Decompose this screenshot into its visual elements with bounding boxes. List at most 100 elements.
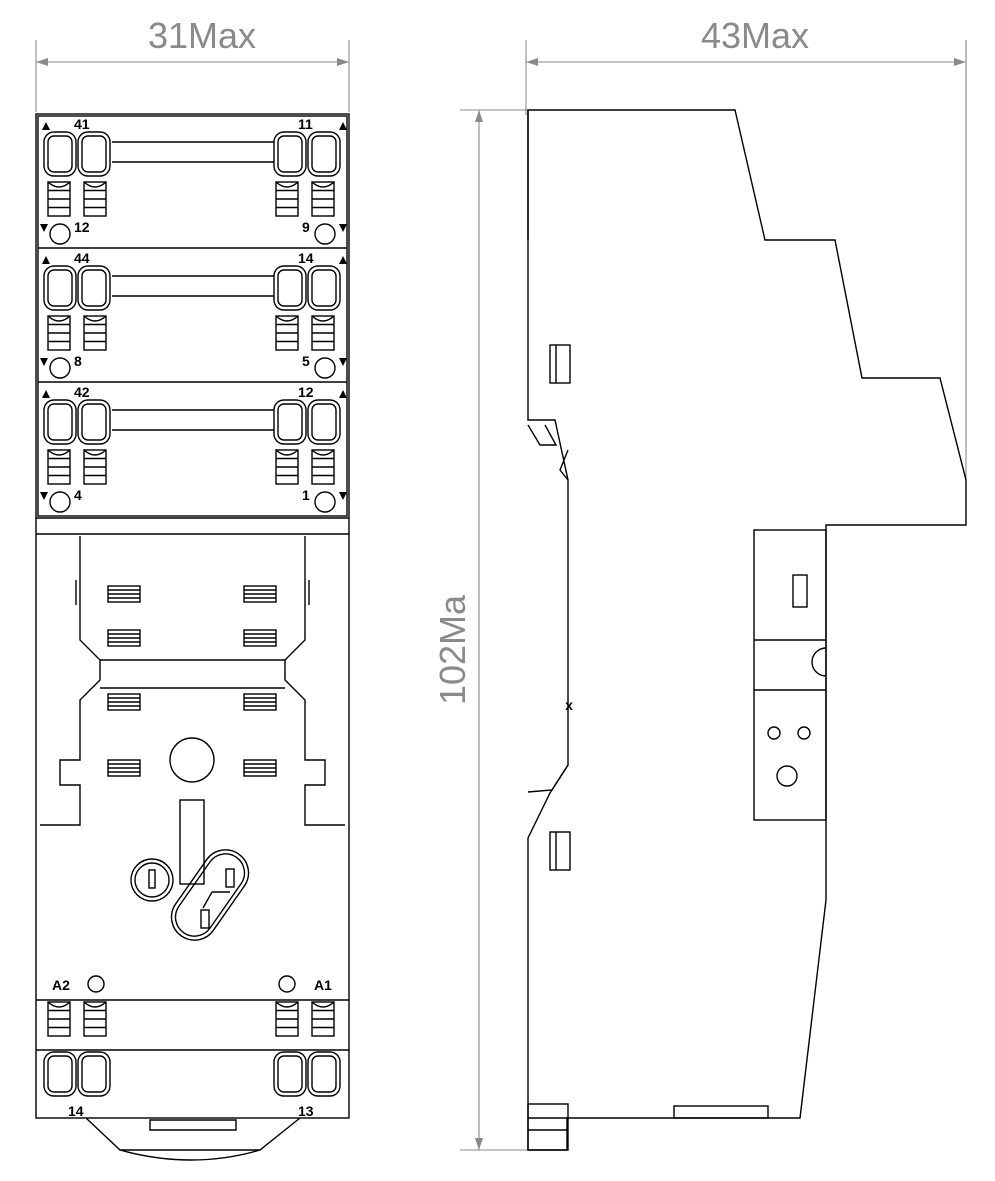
terminal-label: 42 [74, 384, 90, 400]
side-slot-upper [549, 344, 571, 384]
release-hole [314, 357, 336, 379]
label-13: 13 [298, 1103, 314, 1119]
pin-slot [243, 759, 277, 777]
pin-slot [107, 585, 141, 603]
coil-pin-left [130, 858, 174, 902]
pin-slot [243, 693, 277, 711]
terminal-screw [43, 399, 77, 445]
terminal-screw [77, 265, 111, 311]
terminal-screw [273, 399, 307, 445]
terminal-screw [307, 265, 341, 311]
side-view: x [527, 109, 967, 1151]
terminal-screw [273, 131, 307, 177]
release-hole [49, 491, 71, 513]
pin-slot [107, 759, 141, 777]
release-hole [314, 491, 336, 513]
pin-slot [107, 693, 141, 711]
terminal-screw [77, 131, 111, 177]
relay-pin-slots [107, 585, 277, 777]
label-14: 14 [68, 1103, 84, 1119]
arrow-down-icon [339, 224, 347, 232]
terminal-label: 4 [74, 487, 82, 503]
arrow-down-icon [339, 358, 347, 366]
terminal-label: 12 [74, 219, 90, 235]
center-hole [169, 737, 215, 783]
terminal-screw [273, 265, 307, 311]
wire-clamp [47, 315, 71, 351]
terminal-row: 42 12 4 1 [40, 384, 347, 513]
arrow-up-icon [42, 390, 50, 398]
arrow-up-icon [339, 256, 347, 264]
dimension-width: 31Max [35, 15, 350, 112]
center-mark: x [565, 697, 573, 713]
bottom-terminals [43, 1001, 341, 1097]
terminal-screw [307, 131, 341, 177]
wire-clamp [275, 1001, 299, 1037]
terminal-screw [273, 1051, 307, 1097]
arrow-up-icon [42, 122, 50, 130]
wire-clamp [275, 315, 299, 351]
terminal-screw [307, 399, 341, 445]
release-hole [314, 223, 336, 245]
arrow-down-icon [40, 224, 48, 232]
terminal-label: 5 [302, 353, 310, 369]
wire-clamp [83, 449, 107, 485]
terminal-row: 44 14 8 5 [40, 250, 347, 379]
latch-bar [179, 799, 205, 885]
release-hole [49, 223, 71, 245]
terminal-screw [77, 399, 111, 445]
wire-clamp [83, 315, 107, 351]
terminal-screw [43, 1051, 77, 1097]
width-label: 31Max [148, 15, 256, 56]
terminal-label: 1 [302, 487, 310, 503]
terminal-label: 11 [298, 116, 313, 132]
side-slot-lower [549, 831, 571, 871]
wire-clamp [47, 181, 71, 217]
wire-clamp [275, 181, 299, 217]
arrow-up-icon [339, 122, 347, 130]
arrow-down-icon [339, 492, 347, 500]
wire-clamp [275, 449, 299, 485]
dimension-depth: 43Max [525, 15, 967, 480]
pin-slot [107, 629, 141, 647]
wire-clamp [311, 1001, 335, 1037]
wire-clamp [83, 181, 107, 217]
terminal-label: 9 [302, 219, 310, 235]
terminal-screw [43, 131, 77, 177]
terminal-label: 12 [298, 384, 314, 400]
indicator-left [87, 975, 105, 993]
terminal-screw [77, 1051, 111, 1097]
terminal-screw [43, 265, 77, 311]
dimension-height: 102Ma [432, 109, 545, 1151]
arrow-down-icon [40, 492, 48, 500]
terminal-label: 44 [74, 250, 90, 266]
indicator-right [278, 975, 296, 993]
side-small-slot [792, 574, 808, 608]
coil-pin-right [170, 849, 250, 941]
label-a2: A2 [52, 977, 70, 993]
depth-label: 43Max [701, 15, 809, 56]
terminal-screw [307, 1051, 341, 1097]
wire-clamp [47, 449, 71, 485]
arrow-down-icon [40, 358, 48, 366]
release-hole [49, 357, 71, 379]
wire-clamp [83, 1001, 107, 1037]
arrow-up-icon [339, 390, 347, 398]
wire-clamp [311, 181, 335, 217]
height-label: 102Ma [432, 594, 473, 705]
terminal-label: 14 [298, 250, 314, 266]
arrow-up-icon [42, 256, 50, 264]
terminal-label: 8 [74, 353, 82, 369]
wire-clamp [47, 1001, 71, 1037]
terminal-label: 41 [74, 116, 90, 132]
wire-clamp [311, 315, 335, 351]
label-a1: A1 [314, 977, 332, 993]
wire-clamp [311, 449, 335, 485]
terminal-row: 41 11 12 9 [40, 116, 347, 245]
pin-slot [243, 629, 277, 647]
adjust-screw [776, 765, 798, 787]
pin-slot [243, 585, 277, 603]
